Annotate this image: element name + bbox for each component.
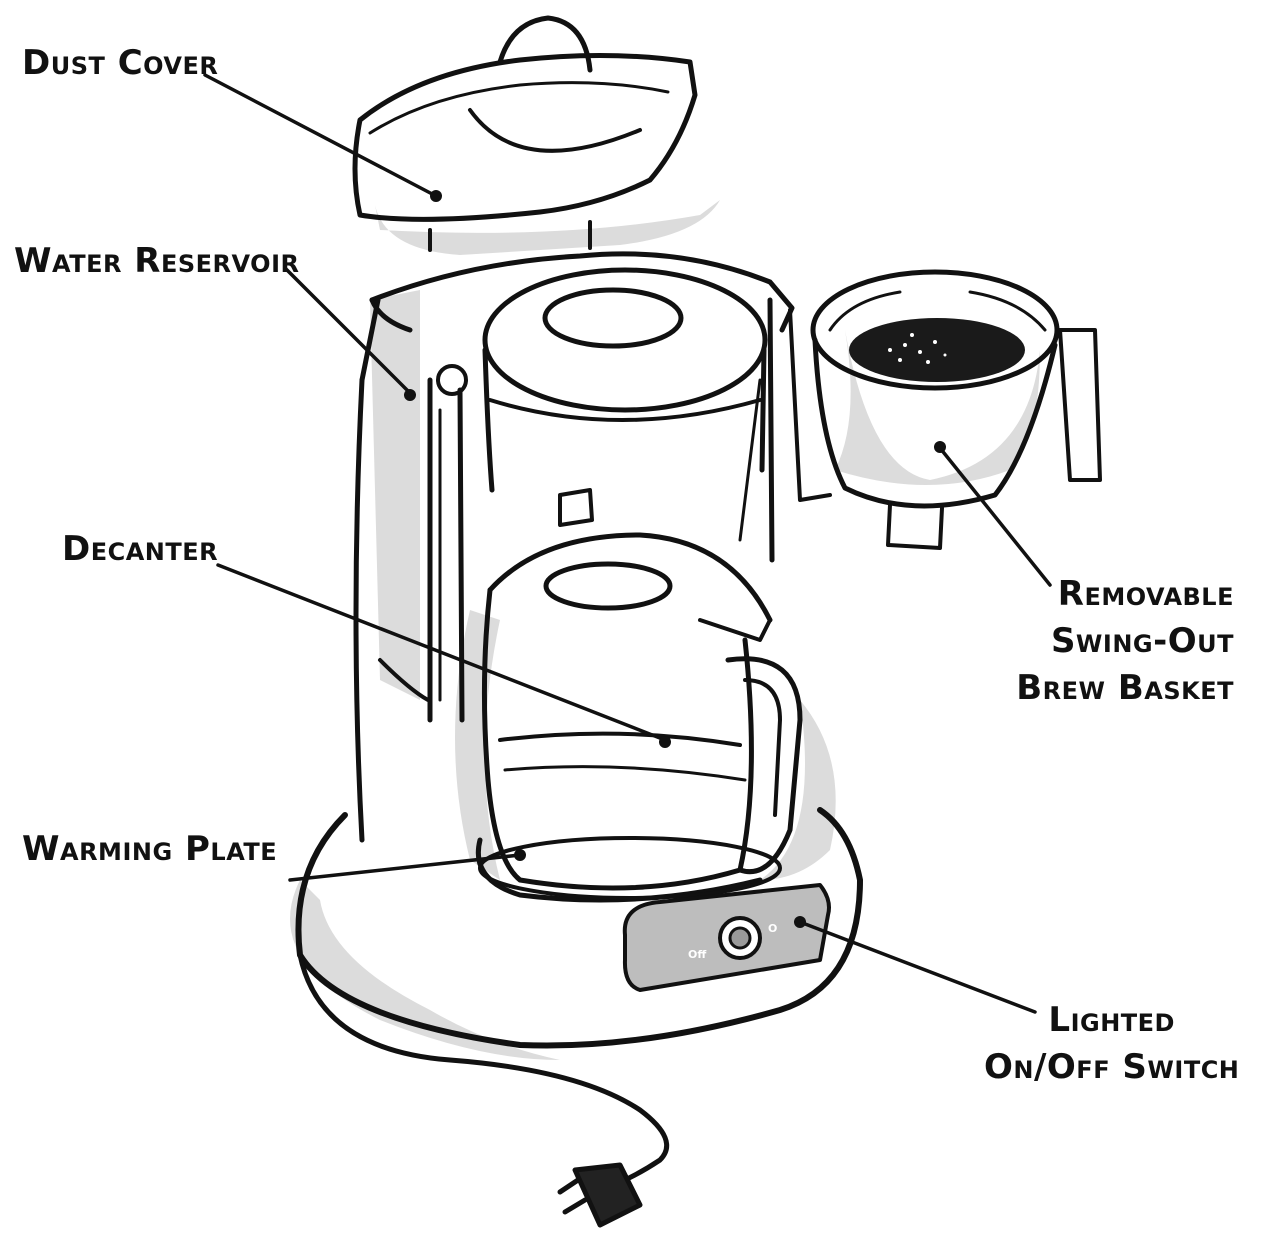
dust-cover-shape (352, 15, 698, 252)
label-decanter: Decanter (62, 526, 218, 573)
brew-basket-shape (788, 269, 1102, 550)
label-switch: Lighted On/Off Switch (984, 997, 1239, 1091)
leader-dots (404, 190, 946, 928)
switch-panel-shape (622, 883, 831, 992)
label-decanter-text: Decanter (62, 529, 219, 569)
label-warming-plate-text: Warming Plate (22, 829, 278, 869)
label-dust-cover: Dust Cover (22, 40, 218, 87)
switch-off-text: Off (688, 948, 706, 961)
label-brew-basket-line2: Swing-Out (1050, 621, 1234, 661)
water-reservoir-shape (482, 267, 768, 527)
base-shape (295, 807, 863, 1049)
label-brew-basket-line3: Brew Basket (1016, 668, 1234, 708)
label-brew-basket-line1: Removable (1057, 574, 1234, 614)
label-brew-basket: Removable Swing-Out Brew Basket (1016, 571, 1234, 712)
label-dust-cover-text: Dust Cover (22, 43, 219, 83)
leader-lines (203, 73, 1052, 1014)
label-switch-line2: On/Off Switch (984, 1047, 1240, 1087)
decanter-shape (481, 532, 803, 891)
power-cord-shape (297, 952, 670, 1228)
label-water-reservoir: Water Reservoir (14, 238, 300, 285)
label-switch-line1: Lighted (1048, 1000, 1175, 1040)
label-water-reservoir-text: Water Reservoir (14, 241, 300, 281)
label-warming-plate: Warming Plate (22, 826, 277, 873)
switch-on-text: O (768, 922, 777, 935)
